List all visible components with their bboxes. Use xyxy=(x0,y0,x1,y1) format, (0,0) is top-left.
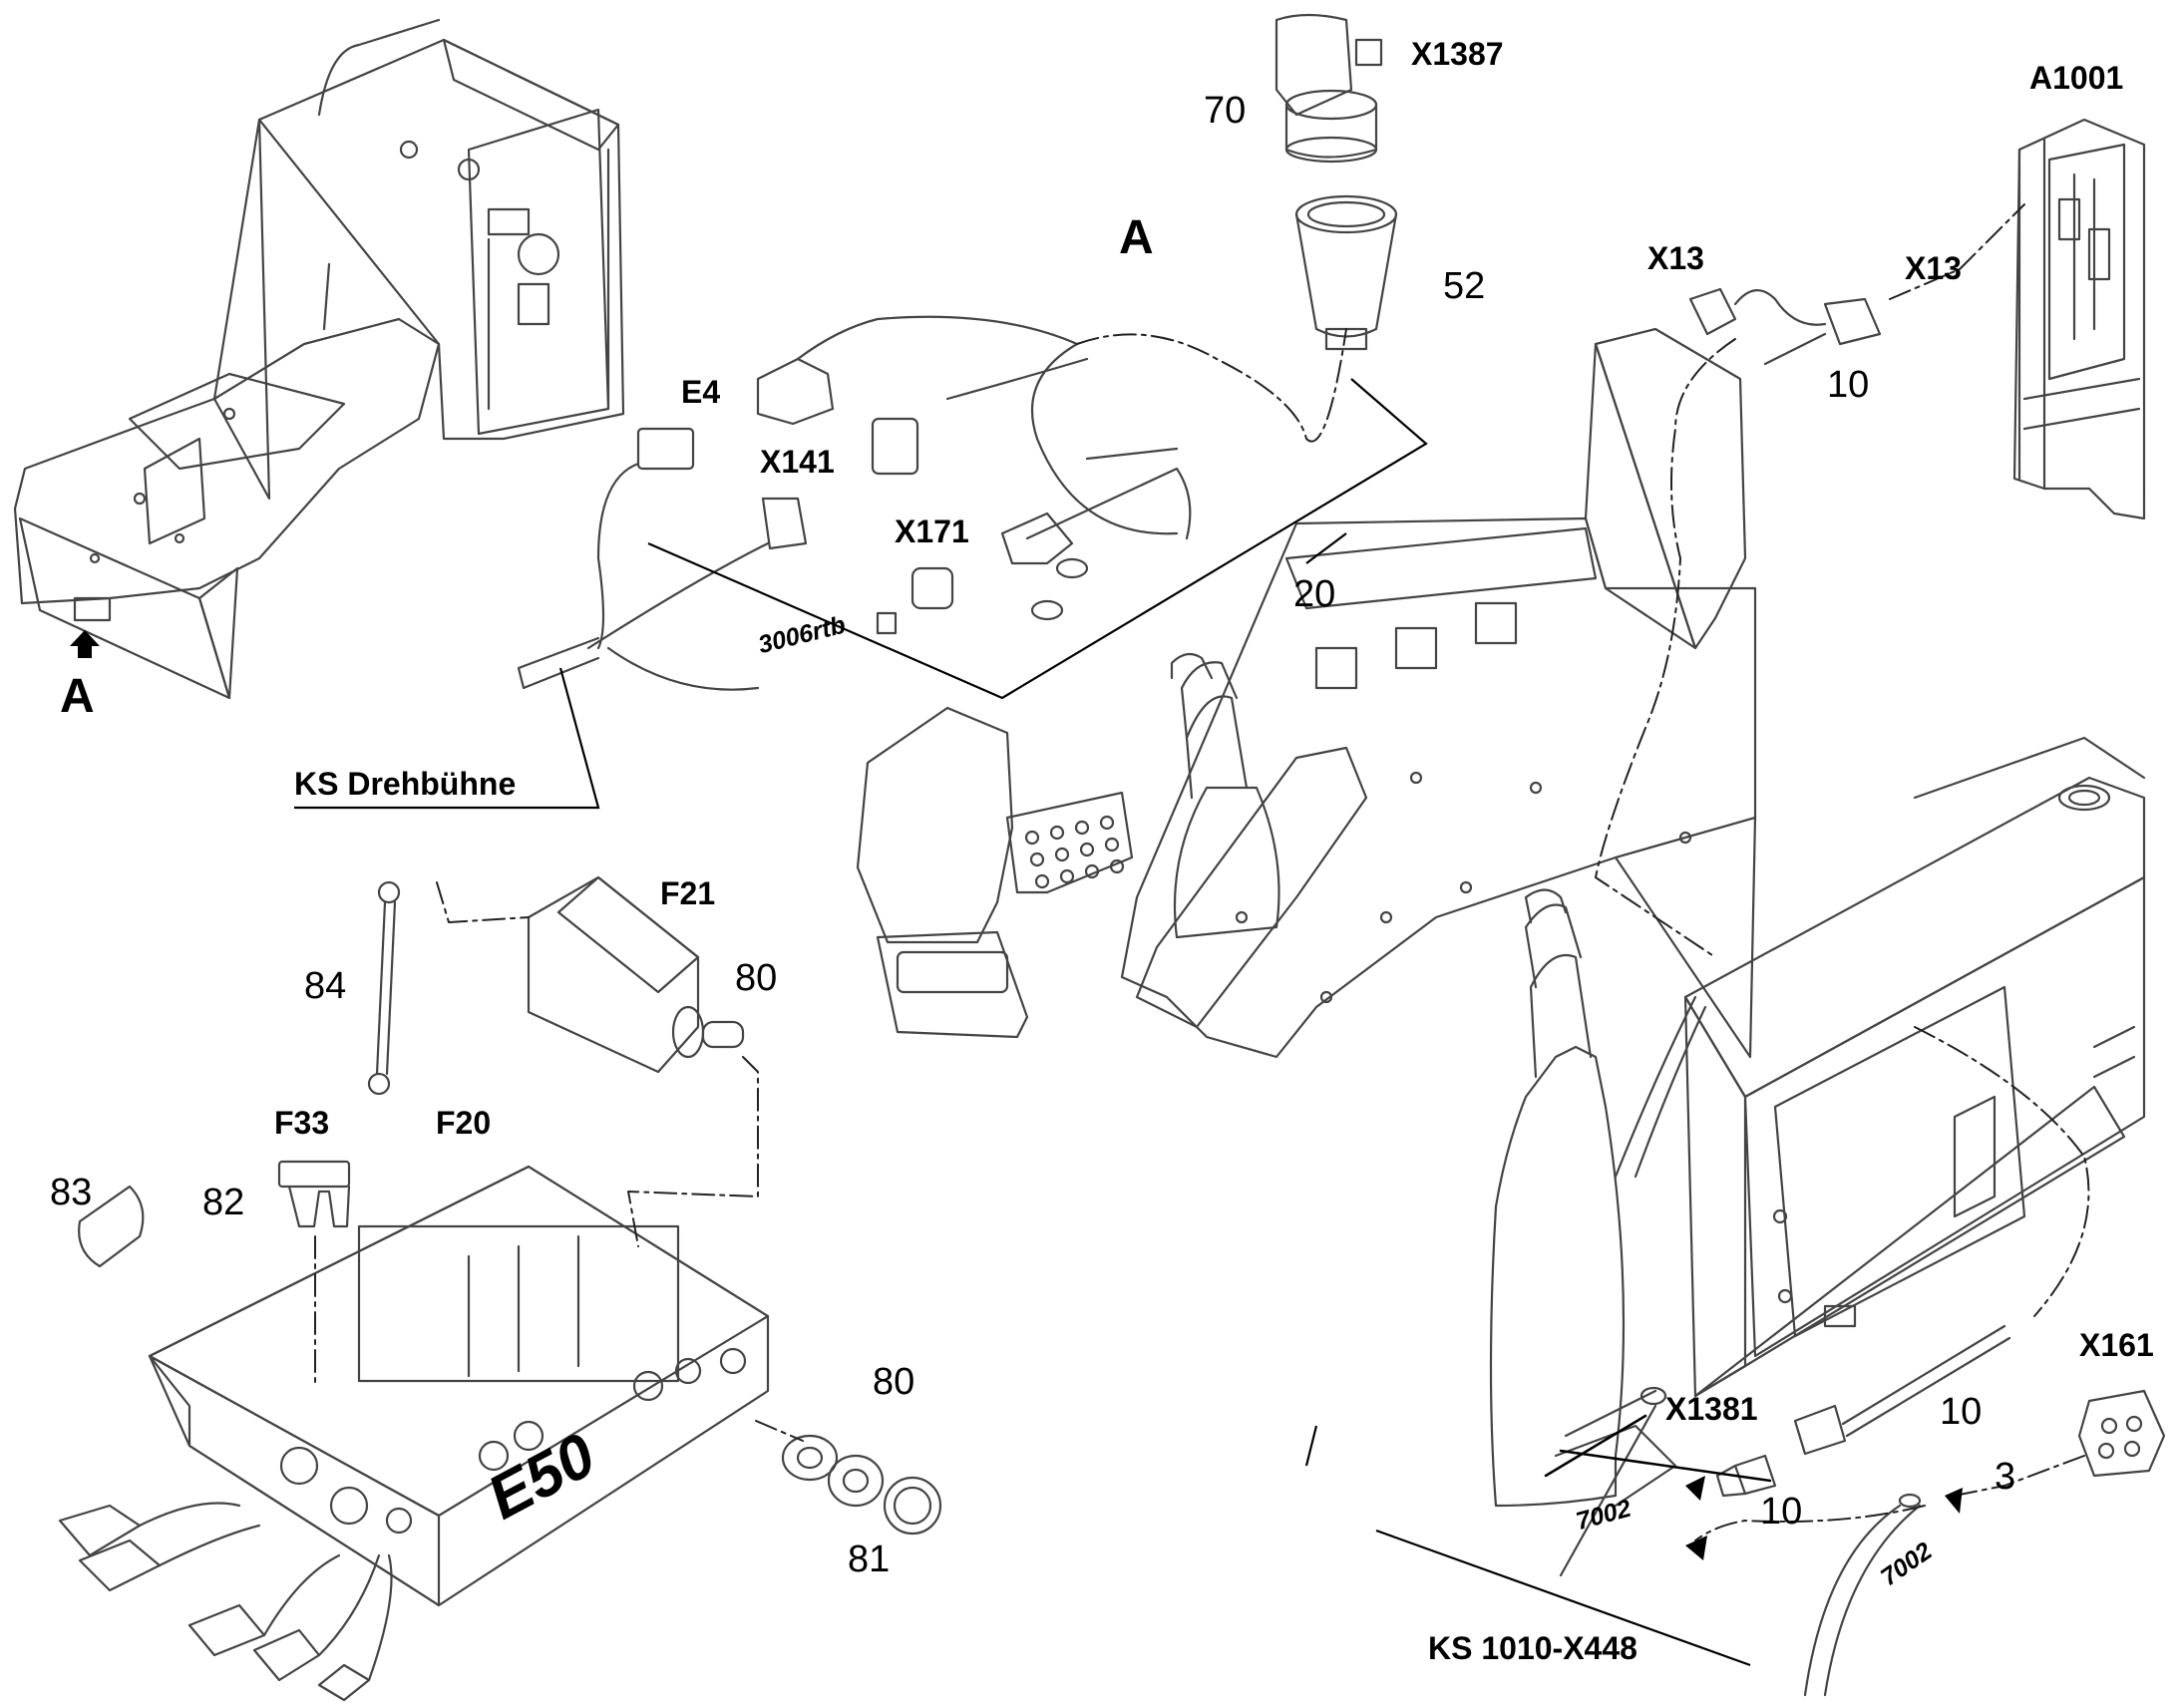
view-a-arrow-icon xyxy=(70,630,100,658)
plug-10 xyxy=(1793,1324,2011,1456)
label-70: 70 xyxy=(1204,90,1247,132)
label-84: 84 xyxy=(304,965,347,1007)
label-a1001: A1001 xyxy=(2029,60,2124,96)
link-84 xyxy=(367,880,401,1096)
harness-label-ks-drehbuehne: KS Drehbühne xyxy=(294,766,517,802)
center-console xyxy=(856,327,1757,1059)
label-f20: F20 xyxy=(436,1105,492,1141)
view-mark-a: A xyxy=(1119,211,1154,264)
label-x161: X161 xyxy=(2079,1327,2154,1363)
x161-connector xyxy=(2077,1389,2166,1478)
label-x171: X171 xyxy=(895,513,969,549)
label-f21: F21 xyxy=(660,875,716,911)
cap-81 xyxy=(883,1476,942,1536)
ks-drehbuehne-harness xyxy=(517,427,808,691)
arrow-icon xyxy=(1685,1476,1705,1501)
label-x1387: X1387 xyxy=(1411,36,1504,72)
a1001-module xyxy=(2012,118,2146,520)
clip-83 xyxy=(78,1185,145,1268)
label-x141: X141 xyxy=(760,444,835,480)
arrow-icon xyxy=(1945,1488,1963,1514)
nut-80 xyxy=(781,1434,885,1508)
x1381-connector xyxy=(1715,1454,1777,1498)
e50-box xyxy=(58,1165,770,1702)
ks-1010-cable xyxy=(1559,1386,1922,1697)
label-3: 3 xyxy=(1995,1456,2016,1498)
cabin-housing xyxy=(13,18,625,700)
label-10-plug: 10 xyxy=(1760,1491,1803,1533)
harness-20 xyxy=(756,315,1192,635)
harness-label-ks-1010: KS 1010-X448 xyxy=(1428,1630,1637,1666)
x1387-connector xyxy=(1274,13,1383,164)
label-f33: F33 xyxy=(274,1105,330,1141)
label-80-nut: 80 xyxy=(873,1361,915,1403)
arrow-icon xyxy=(1685,1536,1707,1560)
label-52: 52 xyxy=(1443,265,1486,307)
label-e4: E4 xyxy=(681,374,721,410)
f33-fuse xyxy=(277,1160,351,1228)
label-20: 20 xyxy=(1293,573,1336,615)
label-82: 82 xyxy=(202,1182,245,1223)
dash-leaders xyxy=(314,203,2090,1541)
x13-cable xyxy=(1688,287,1882,366)
label-81: 81 xyxy=(848,1538,891,1580)
label-x13-left: X13 xyxy=(1647,240,1704,276)
label-10-cable: 10 xyxy=(1940,1391,1983,1433)
view-mark-a-left: A xyxy=(60,670,95,723)
sleeve-52 xyxy=(1294,194,1398,351)
label-80-switch: 80 xyxy=(735,957,778,999)
f21-breaker xyxy=(527,875,745,1074)
label-83: 83 xyxy=(50,1172,93,1213)
label-x1381: X1381 xyxy=(1665,1391,1758,1427)
label-10-top: 10 xyxy=(1827,364,1870,406)
label-x13-right: X13 xyxy=(1905,250,1962,286)
right-control-panel xyxy=(1489,736,2146,1508)
